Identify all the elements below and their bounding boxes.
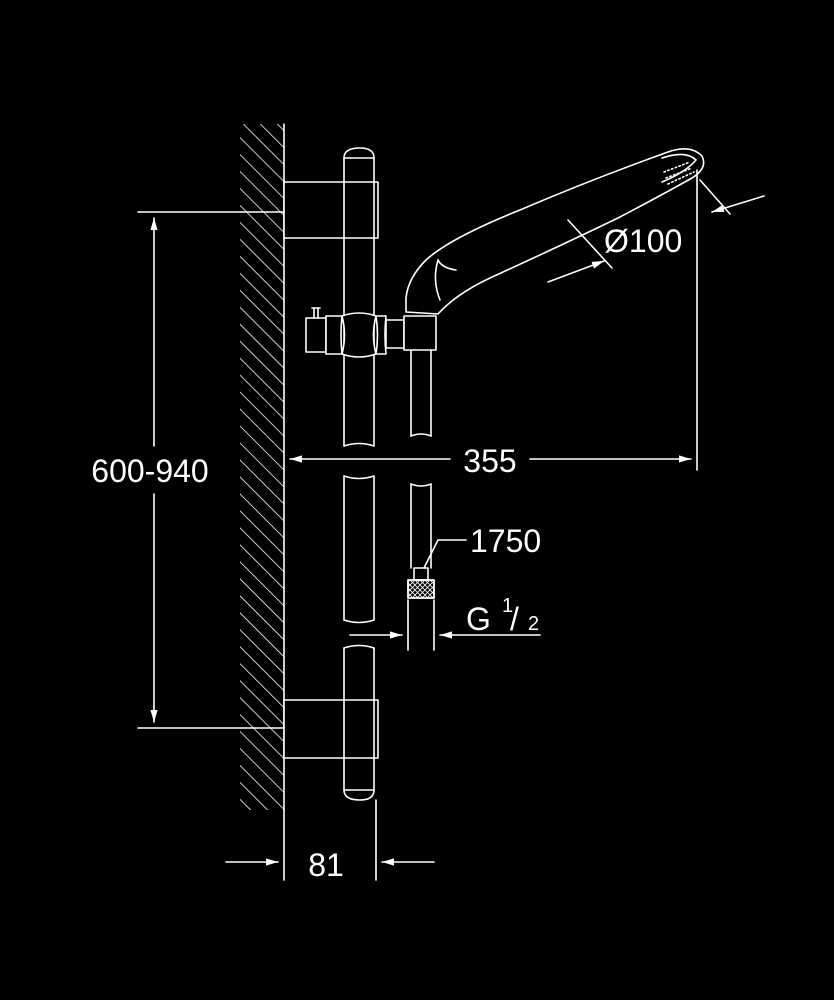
- dimension-wall-offset: [225, 799, 435, 881]
- height-range-label: 600-940: [91, 453, 208, 489]
- lower-wall-bracket: [283, 699, 379, 759]
- shower-rail: [343, 147, 375, 801]
- hose-length-label: 1750: [470, 523, 541, 559]
- dimension-projection: [289, 169, 698, 471]
- shower-hose: [407, 349, 435, 599]
- dimension-thread: [349, 599, 541, 651]
- thread-prefix-label: G: [466, 601, 491, 637]
- upper-wall-bracket: [283, 181, 379, 239]
- thread-denominator-label: 2: [528, 613, 539, 635]
- dimension-height: [137, 211, 285, 729]
- slider-holder: [305, 307, 437, 358]
- thread-slash: /: [510, 601, 519, 637]
- thread-numerator-label: 1: [502, 595, 513, 617]
- dimension-hose-length: [423, 539, 467, 569]
- wall-offset-label: 81: [308, 847, 344, 883]
- head-diameter-label: Ø100: [604, 223, 682, 259]
- wall: [240, 123, 285, 811]
- dimension-head-diameter: [547, 179, 765, 283]
- projection-label: 355: [463, 443, 516, 479]
- hand-shower: [405, 148, 705, 315]
